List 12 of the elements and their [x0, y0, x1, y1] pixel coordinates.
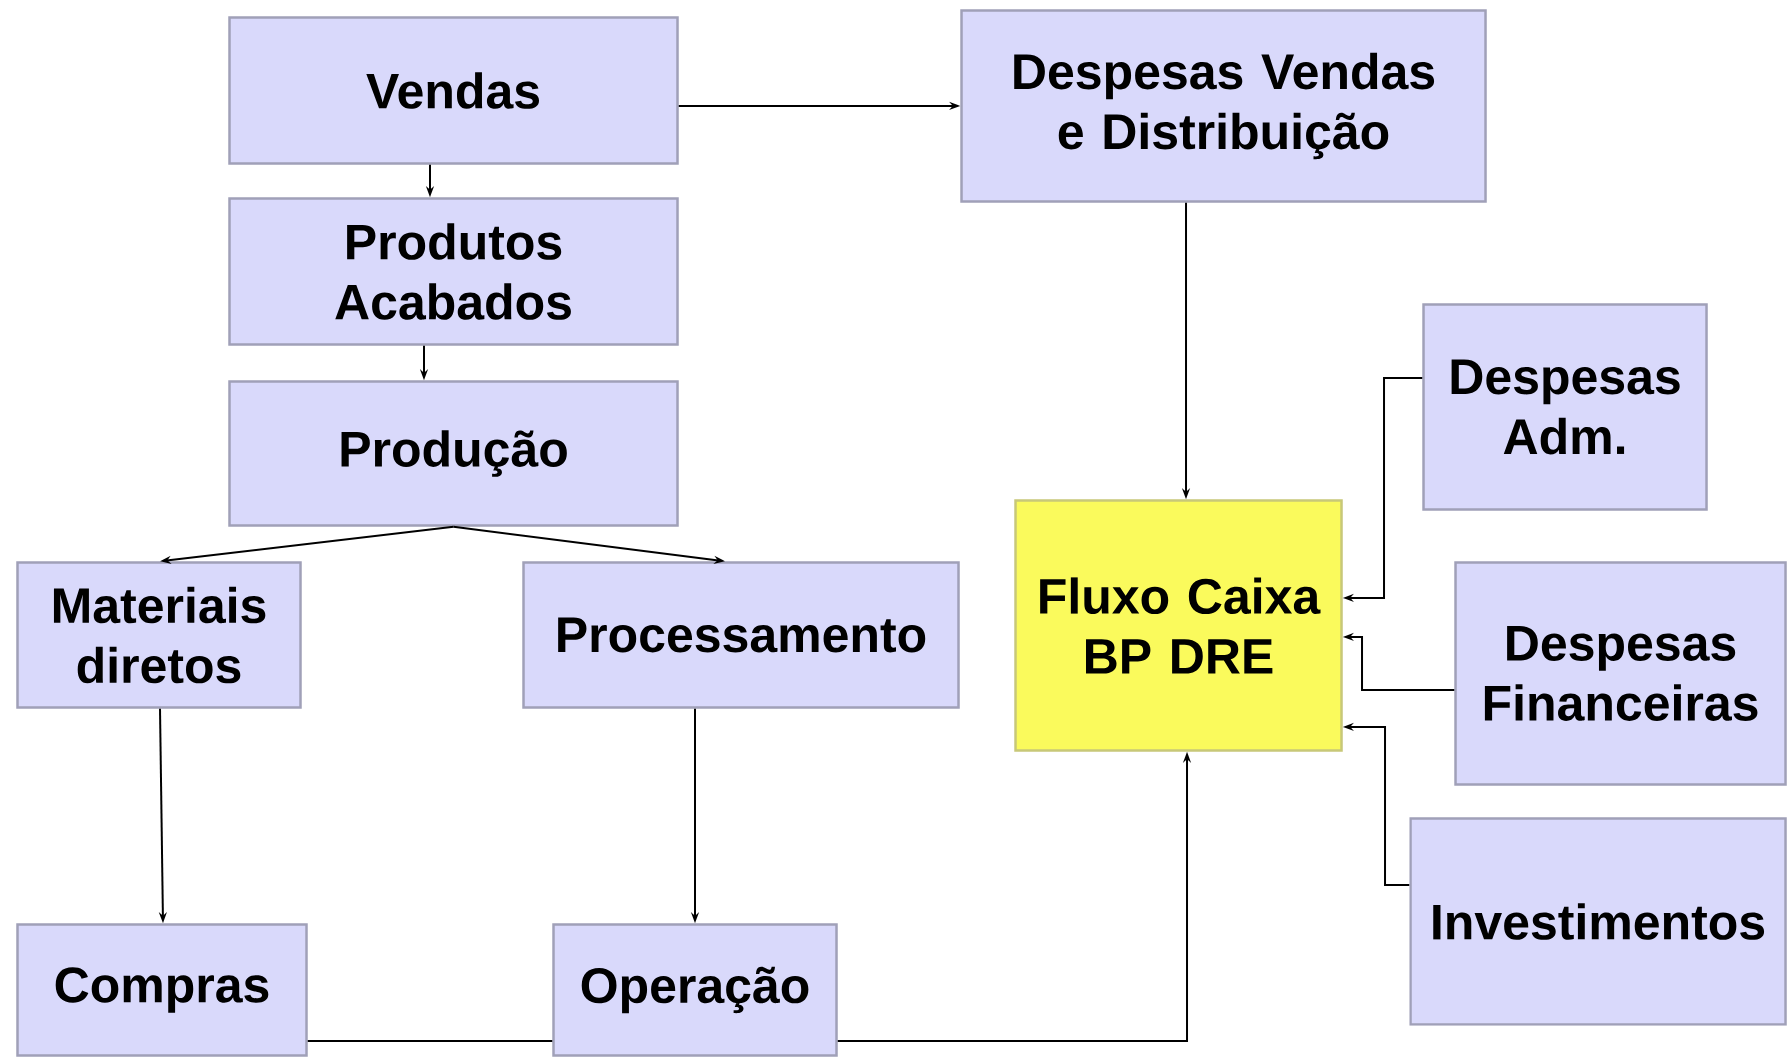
process-box: Produtos Acabados — [228, 197, 679, 346]
process-box: Despesas Vendas e Distribuição — [960, 9, 1487, 203]
process-box: Compras — [16, 923, 308, 1057]
process-box: Despesas Adm. — [1422, 303, 1708, 511]
process-box: Operação — [552, 923, 838, 1057]
process-box: Produção — [228, 380, 679, 527]
process-box: Despesas Financeiras — [1454, 561, 1787, 786]
highlighted-box: Fluxo Caixa BP DRE — [1014, 499, 1343, 752]
process-box: Processamento — [522, 561, 960, 709]
process-box: Materiais diretos — [16, 561, 302, 709]
process-box: Investimentos — [1409, 817, 1787, 1026]
process-box: Vendas — [228, 16, 679, 165]
